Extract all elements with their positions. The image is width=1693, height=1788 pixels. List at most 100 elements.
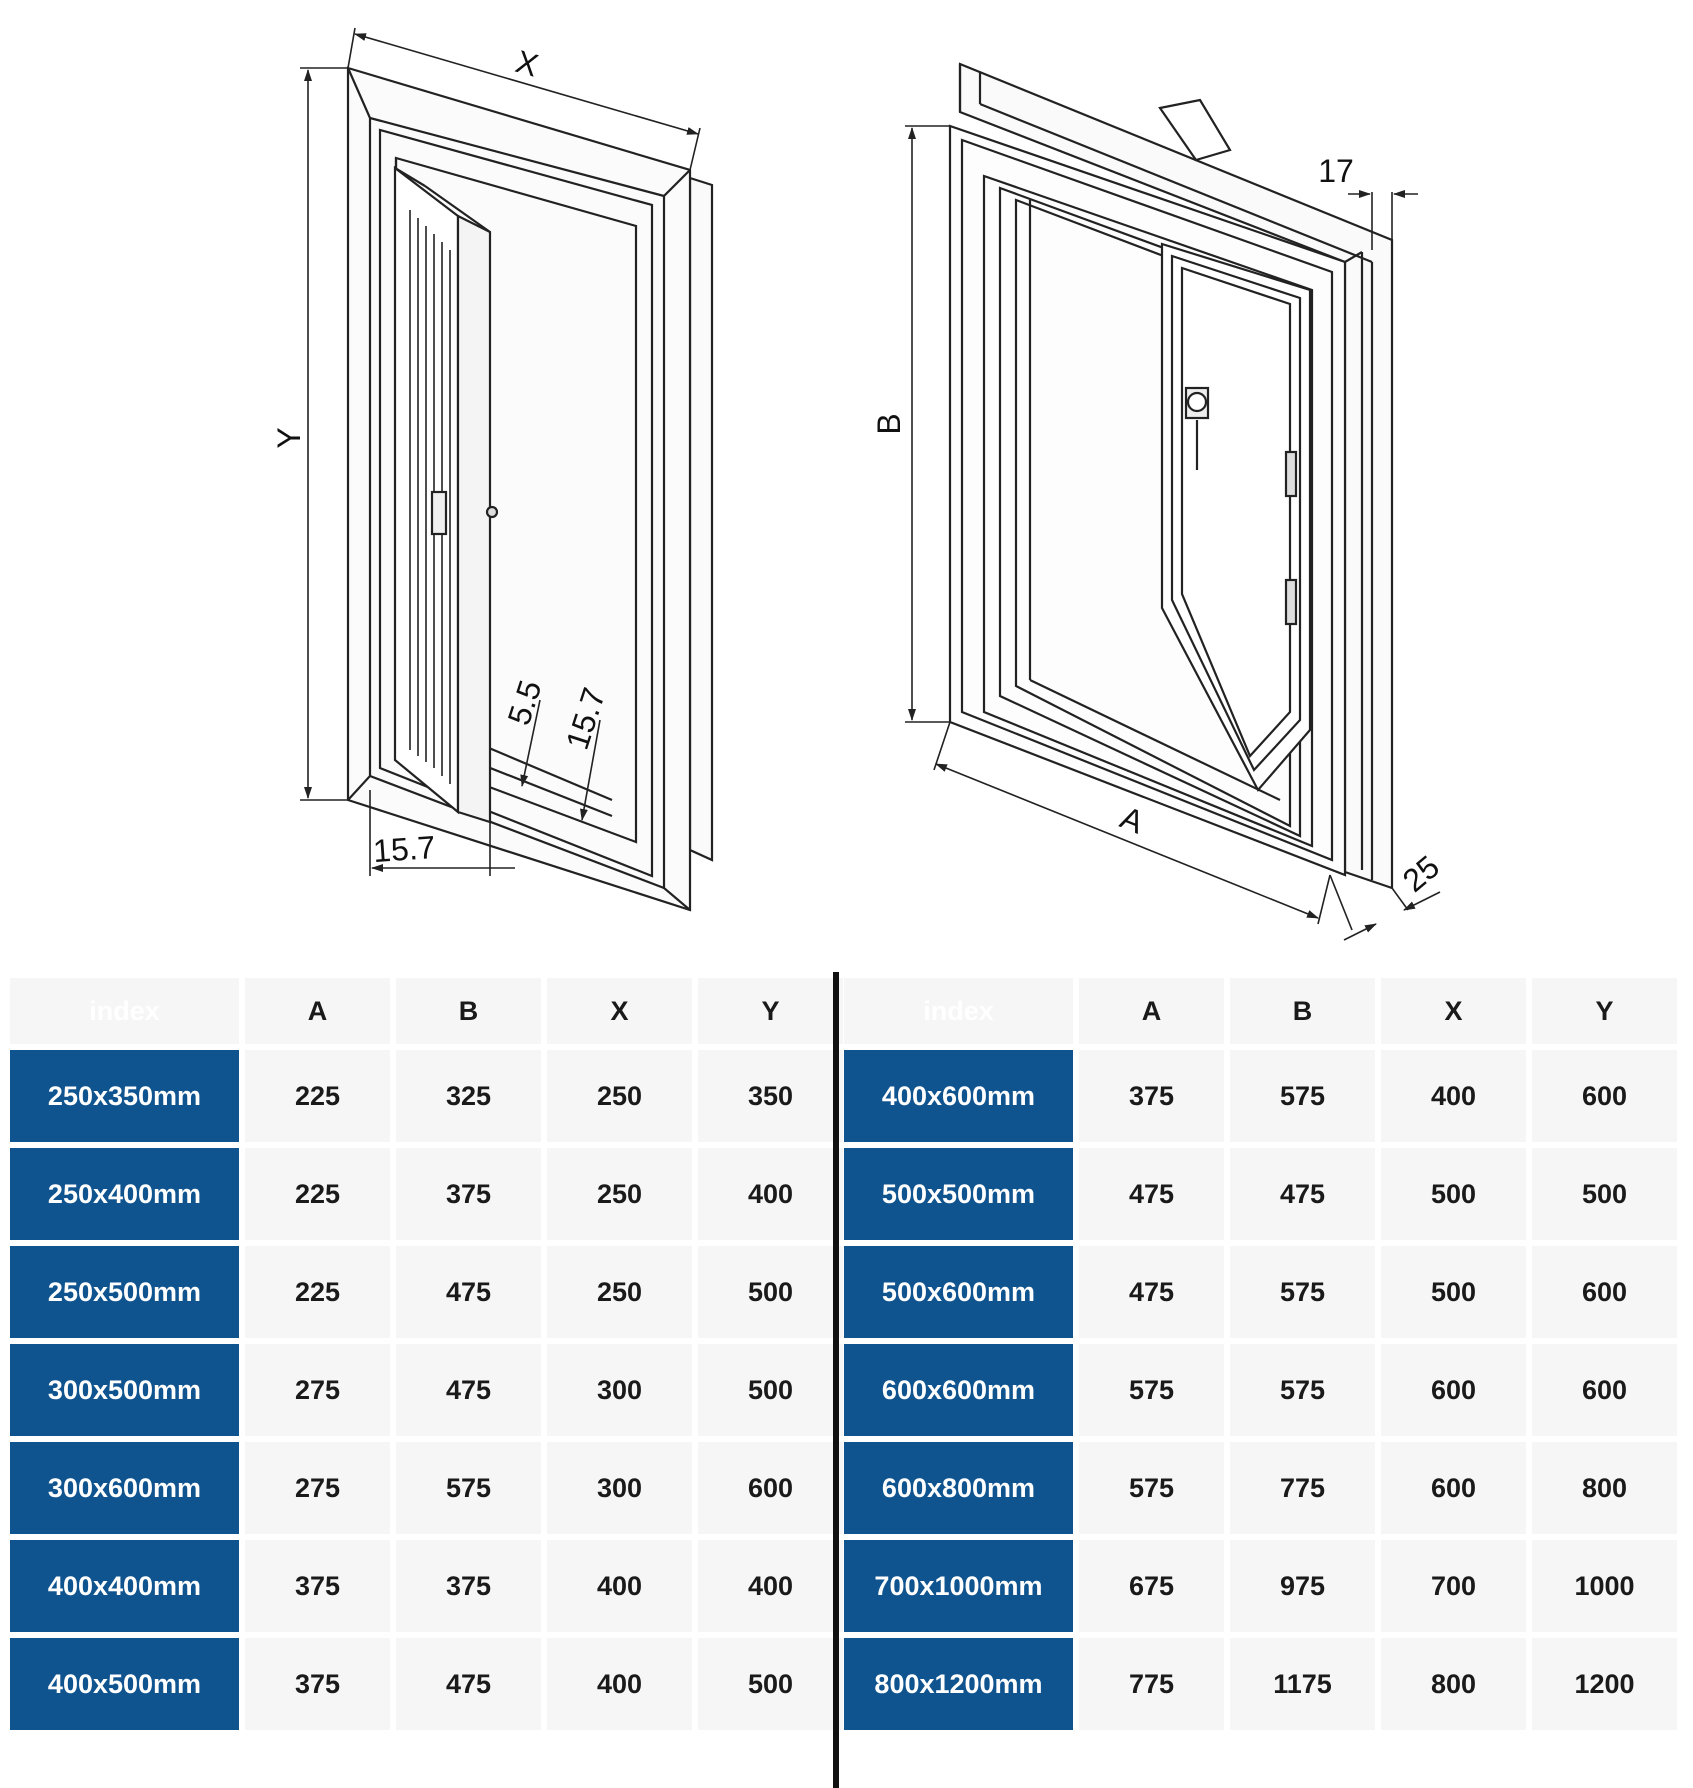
dim-x-label: X — [512, 43, 542, 83]
dimension-cell-a: 475 — [1079, 1246, 1224, 1338]
dimension-cell-x: 400 — [547, 1638, 692, 1730]
dimension-cell-b: 475 — [396, 1344, 541, 1436]
dimension-cell-y: 500 — [1532, 1148, 1677, 1240]
index-cell: 400x400mm — [10, 1540, 239, 1632]
dimension-cell-b: 325 — [396, 1050, 541, 1142]
dimension-cell-x: 500 — [1381, 1148, 1526, 1240]
index-cell: 600x800mm — [844, 1442, 1073, 1534]
dimension-cell-y: 600 — [1532, 1344, 1677, 1436]
dimension-cell-x: 600 — [1381, 1442, 1526, 1534]
header-b: B — [1230, 978, 1375, 1044]
dim-depth-bottom-label: 25 — [1396, 848, 1446, 898]
index-cell: 300x600mm — [10, 1442, 239, 1534]
header-b: B — [396, 978, 541, 1044]
dimension-cell-a: 575 — [1079, 1344, 1224, 1436]
dimension-cell-x: 250 — [547, 1050, 692, 1142]
table-divider — [833, 972, 839, 1788]
dimension-cell-y: 350 — [698, 1050, 843, 1142]
dimension-cell-y: 500 — [698, 1638, 843, 1730]
dimension-cell-b: 575 — [1230, 1246, 1375, 1338]
left-dimension-lines — [300, 27, 701, 876]
technical-drawing: X Y 15.7 5.5 15.7 — [271, 27, 1446, 941]
header-index: index — [10, 978, 239, 1044]
dimension-cell-x: 400 — [547, 1540, 692, 1632]
dimension-cell-b: 775 — [1230, 1442, 1375, 1534]
dimension-cell-b: 475 — [396, 1638, 541, 1730]
dim-depth-top-label: 17 — [1318, 153, 1354, 189]
dimension-cell-y: 800 — [1532, 1442, 1677, 1534]
index-cell: 250x350mm — [10, 1050, 239, 1142]
dim-b-label: B — [871, 413, 907, 434]
dimension-cell-a: 225 — [245, 1246, 390, 1338]
dimension-cell-b: 475 — [1230, 1148, 1375, 1240]
dimension-cell-y: 600 — [698, 1442, 843, 1534]
dimension-cell-a: 225 — [245, 1148, 390, 1240]
header-y: Y — [698, 978, 843, 1044]
dimension-cell-x: 300 — [547, 1344, 692, 1436]
dimension-cell-y: 500 — [698, 1246, 843, 1338]
dim-y-label: Y — [271, 427, 307, 448]
dimension-cell-b: 575 — [396, 1442, 541, 1534]
index-cell: 400x600mm — [844, 1050, 1073, 1142]
dimension-cell-b: 475 — [396, 1246, 541, 1338]
index-cell: 250x400mm — [10, 1148, 239, 1240]
dimension-cell-x: 700 — [1381, 1540, 1526, 1632]
index-cell: 700x1000mm — [844, 1540, 1073, 1632]
header-x: X — [547, 978, 692, 1044]
dimension-cell-b: 375 — [396, 1148, 541, 1240]
dimension-cell-x: 300 — [547, 1442, 692, 1534]
dimension-cell-x: 800 — [1381, 1638, 1526, 1730]
header-index: index — [844, 978, 1073, 1044]
index-cell: 800x1200mm — [844, 1638, 1073, 1730]
index-cell: 300x500mm — [10, 1344, 239, 1436]
dimension-cell-a: 375 — [245, 1540, 390, 1632]
header-x: X — [1381, 978, 1526, 1044]
dimension-cell-a: 275 — [245, 1344, 390, 1436]
header-y: Y — [1532, 978, 1677, 1044]
dimension-cell-a: 275 — [245, 1442, 390, 1534]
right-dimension-lines — [905, 125, 1441, 941]
dimension-cell-a: 375 — [1079, 1050, 1224, 1142]
left-hatch-view — [346, 66, 714, 912]
index-cell: 500x600mm — [844, 1246, 1073, 1338]
dimension-cell-y: 600 — [1532, 1246, 1677, 1338]
dimension-cell-a: 775 — [1079, 1638, 1224, 1730]
dimension-cell-a: 375 — [245, 1638, 390, 1730]
dimension-cell-b: 1175 — [1230, 1638, 1375, 1730]
dimension-cell-y: 1000 — [1532, 1540, 1677, 1632]
dim-frame-left-label: 15.7 — [372, 829, 437, 869]
index-cell: 400x500mm — [10, 1638, 239, 1730]
dimension-cell-y: 1200 — [1532, 1638, 1677, 1730]
dimension-cell-x: 500 — [1381, 1246, 1526, 1338]
dimension-cell-y: 600 — [1532, 1050, 1677, 1142]
dim-a-label: A — [1115, 799, 1149, 841]
dimension-cell-a: 475 — [1079, 1148, 1224, 1240]
dimension-cell-a: 225 — [245, 1050, 390, 1142]
header-a: A — [1079, 978, 1224, 1044]
header-a: A — [245, 978, 390, 1044]
dimension-cell-b: 575 — [1230, 1344, 1375, 1436]
dimension-cell-b: 575 — [1230, 1050, 1375, 1142]
index-cell: 500x500mm — [844, 1148, 1073, 1240]
dimension-cell-x: 600 — [1381, 1344, 1526, 1436]
dimension-cell-a: 575 — [1079, 1442, 1224, 1534]
